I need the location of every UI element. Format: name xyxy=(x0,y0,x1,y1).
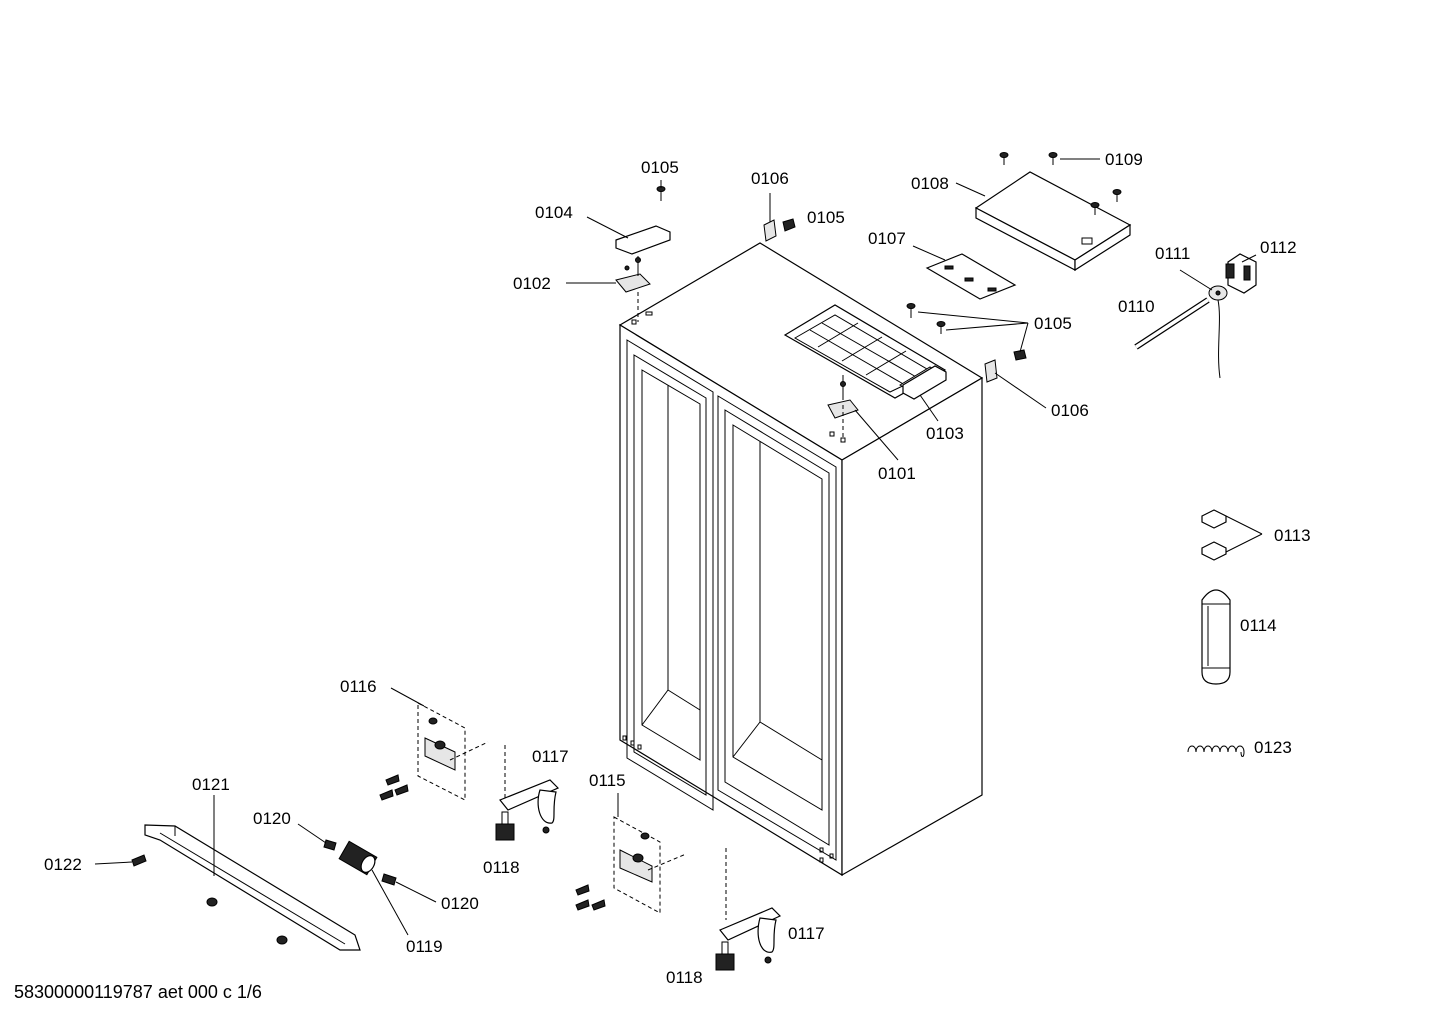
callout-0114: 0114 xyxy=(1240,616,1277,635)
callout-0104: 0104 xyxy=(535,203,573,222)
part-0113-clips xyxy=(1201,509,1227,561)
part-0118-foot-a xyxy=(495,811,515,841)
callout-0103: 0103 xyxy=(926,424,964,443)
part-0110-rod xyxy=(1134,297,1210,350)
document-code: 58300000119787 aet 000 c 1/6 xyxy=(14,982,262,1002)
callout-0117: 0117 xyxy=(532,747,569,766)
part-0121-kickplate xyxy=(144,824,361,951)
callout-0120: 0120 xyxy=(441,894,479,913)
part-0103-handle xyxy=(902,365,947,400)
callout-0105: 0105 xyxy=(807,208,845,227)
part-0114-filter xyxy=(1201,589,1231,685)
leader-lines xyxy=(94,158,1263,936)
callout-0105: 0105 xyxy=(1034,314,1072,333)
part-0115-hinge xyxy=(575,816,687,914)
screw-icon xyxy=(379,774,409,801)
callout-0122: 0122 xyxy=(44,855,82,874)
part-0101-hinge xyxy=(827,375,859,440)
callout-0119: 0119 xyxy=(406,937,443,956)
part-0120-fitting xyxy=(323,839,397,886)
callout-0123: 0123 xyxy=(1254,738,1292,757)
callout-0118: 0118 xyxy=(666,968,703,987)
part-0116-hinge xyxy=(379,702,489,801)
callout-0108: 0108 xyxy=(911,174,949,193)
screw-icon xyxy=(999,152,1122,215)
callout-0106: 0106 xyxy=(751,169,789,188)
callout-0117: 0117 xyxy=(788,924,825,943)
part-0106-bracket xyxy=(763,218,796,242)
cabinet-body xyxy=(618,242,984,877)
callout-0120: 0120 xyxy=(253,809,291,828)
part-0107-board xyxy=(925,253,1017,300)
part-0117-hinge-b xyxy=(719,848,782,964)
callout-0121: 0121 xyxy=(192,775,230,794)
screw-icon xyxy=(906,303,1027,361)
screw-icon xyxy=(656,186,666,201)
callout-0113: 0113 xyxy=(1274,526,1311,545)
part-0117-hinge-a xyxy=(499,745,560,834)
part-0118-foot-b xyxy=(715,941,735,971)
callout-0107: 0107 xyxy=(868,229,906,248)
callout-0105: 0105 xyxy=(641,158,679,177)
callout-0116: 0116 xyxy=(340,677,377,696)
part-0102-hinge xyxy=(615,256,651,322)
part-0104-cap xyxy=(615,225,671,255)
part-0111-connector xyxy=(1208,285,1228,379)
callout-0112: 0112 xyxy=(1260,238,1297,257)
part-0108-cover xyxy=(974,171,1132,272)
callout-0118: 0118 xyxy=(483,858,520,877)
screw-icon xyxy=(575,884,606,911)
part-0123-spring xyxy=(1187,745,1245,757)
callout-0110: 0110 xyxy=(1118,297,1155,316)
part-0106-bracket-right xyxy=(984,359,998,383)
callout-0102: 0102 xyxy=(513,274,551,293)
callout-labels: 0105 0104 0102 0106 0105 0108 0109 0107 … xyxy=(44,150,1311,987)
callout-0115: 0115 xyxy=(589,771,626,790)
callout-0109: 0109 xyxy=(1105,150,1143,169)
callout-0101: 0101 xyxy=(878,464,916,483)
part-0119-valve xyxy=(338,840,378,876)
part-0112-housing xyxy=(1225,253,1257,294)
callout-0111: 0111 xyxy=(1155,244,1190,263)
screw-icon xyxy=(131,854,288,945)
callout-0106: 0106 xyxy=(1051,401,1089,420)
